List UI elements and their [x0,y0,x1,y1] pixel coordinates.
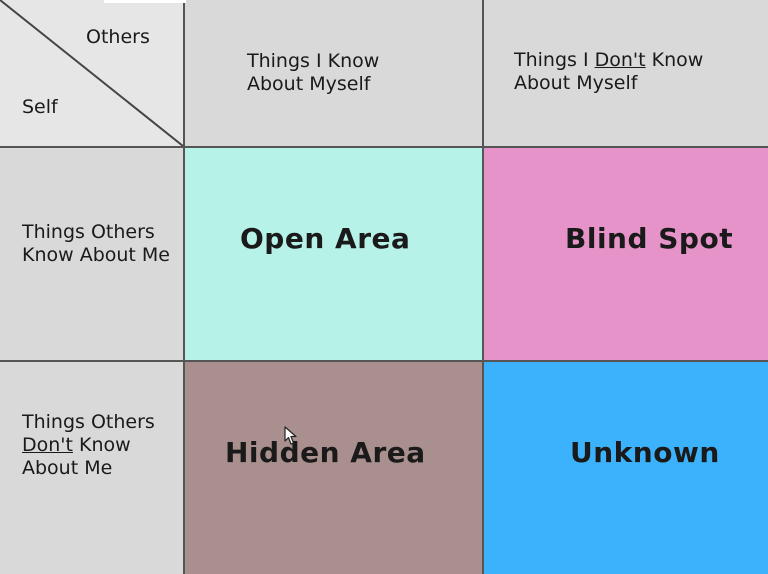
quadrant-unknown: Unknown [484,362,768,574]
column-header-line: About Myself [247,73,371,95]
quadrant-hidden-area: Hidden Area [185,362,482,574]
quadrant-label: Hidden Area [225,436,426,469]
quadrant-label: Unknown [570,436,720,469]
row-header-line: Things Others [22,221,155,243]
corner-self-label: Self [22,96,58,118]
row-header-text: Things Others Know About Me [22,221,170,267]
column-header-text: Things I Don't Know About Myself [514,49,703,95]
row-header-known-to-others: Things Others Know About Me [0,148,183,360]
corner-others-label: Others [86,26,150,48]
column-header-unknown-to-self: Things I Don't Know About Myself [484,0,768,146]
quadrant-blind-spot: Blind Spot [484,148,768,360]
header-underlined-word: Don't [594,49,646,71]
quadrant-open-area: Open Area [185,148,482,360]
quadrant-label: Open Area [240,222,411,255]
header-underlined-word: Don't [22,434,73,456]
column-header-known-to-self: Things I Know About Myself [185,0,482,146]
row-header-line: Things Others [22,411,155,433]
row-header-line: Know About Me [22,244,171,266]
row-header-text: Things Others Don't Know About Me [22,411,155,480]
mouse-pointer-icon [284,426,297,445]
quadrant-label: Blind Spot [565,222,734,255]
column-header-text: Things I Know About Myself [247,50,379,96]
column-header-line: Things I Don't Know [514,49,703,72]
header-suffix: Know [72,434,131,456]
top-edge-highlight [104,0,186,3]
header-prefix: Things I [514,49,595,71]
row-header-line: Don't Know [22,434,155,457]
corner-diagonal-line [0,0,183,146]
column-header-line: Things I Know [247,50,380,72]
corner-cell: Others Self [0,0,183,146]
row-header-unknown-to-others: Things Others Don't Know About Me [0,362,183,574]
header-suffix: Know [645,49,704,71]
column-header-line: About Myself [514,72,638,94]
row-header-line: About Me [22,457,113,479]
